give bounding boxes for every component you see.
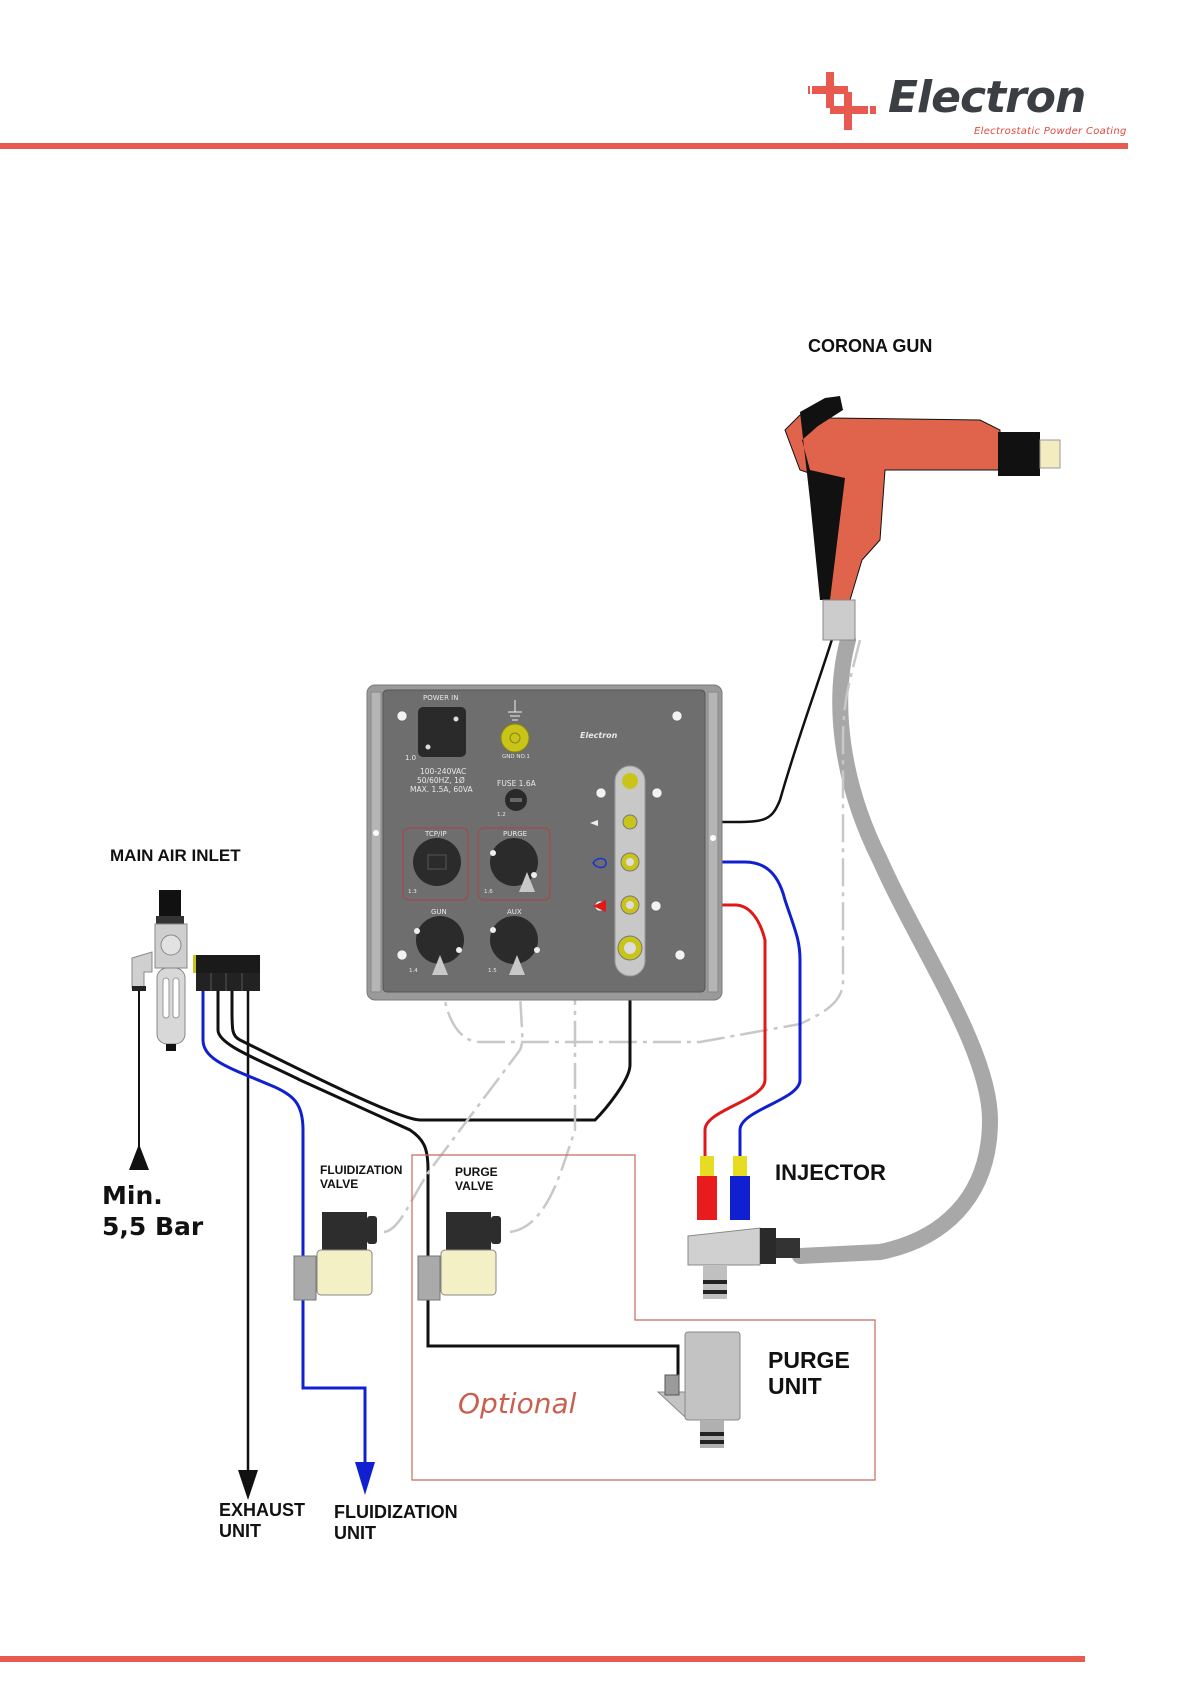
brand-name: Electron xyxy=(888,72,1086,123)
purge-valve xyxy=(417,1212,501,1301)
fluidization-valve-label: FLUIDIZATION VALVE xyxy=(320,1163,403,1191)
footer-rule xyxy=(0,1656,1085,1662)
main-air-inlet-label: MAIN AIR INLET xyxy=(110,846,241,865)
min-pressure-label: Min. 5,5 Bar xyxy=(102,1181,204,1242)
gun-connector xyxy=(416,916,464,964)
air-distributor xyxy=(193,955,260,991)
brand-logo: Electron Electrostatic Powder Coating xyxy=(808,70,1138,142)
ground-terminal xyxy=(500,723,530,753)
injector xyxy=(687,1156,800,1299)
inlet-arrow xyxy=(129,1144,149,1170)
purge-valve-label: PURGE VALVE xyxy=(455,1165,498,1193)
electron-cross-icon xyxy=(808,72,876,130)
fluidization-line xyxy=(201,990,367,1480)
gun-air-port xyxy=(622,814,638,830)
exhaust-arrow xyxy=(238,1470,258,1500)
optional-label: Optional xyxy=(458,1387,577,1420)
purge-unit-label: PURGE UNIT xyxy=(768,1347,850,1400)
fluidization-valve-cable xyxy=(383,979,524,1234)
fluidization-valve xyxy=(293,1212,377,1301)
panel-air-supply xyxy=(230,960,632,1122)
control-panel xyxy=(366,684,723,1001)
filter-regulator xyxy=(131,890,188,1051)
optional-box xyxy=(411,1154,876,1481)
conveying-air-hose xyxy=(632,903,767,1170)
header-rule xyxy=(0,143,1128,149)
purge-connector xyxy=(490,838,538,886)
exhaust-unit-label: EXHAUST UNIT xyxy=(219,1500,306,1541)
gun-trigger-cable xyxy=(628,619,840,824)
gun-cable xyxy=(438,639,862,1044)
purge-unit xyxy=(656,1331,741,1448)
fluidization-unit-label: FLUIDIZATION UNIT xyxy=(334,1502,458,1543)
corona-gun-label: CORONA GUN xyxy=(808,336,933,356)
injector-label: INJECTOR xyxy=(775,1160,886,1185)
dosing-air-hose xyxy=(632,860,802,1170)
fluidization-arrow xyxy=(355,1462,375,1495)
purge-supply-line xyxy=(216,990,680,1385)
corona-gun xyxy=(784,396,1061,641)
aux-connector xyxy=(490,916,538,964)
tcpip-connector xyxy=(413,838,461,886)
brand-tagline: Electrostatic Powder Coating xyxy=(974,126,1127,137)
